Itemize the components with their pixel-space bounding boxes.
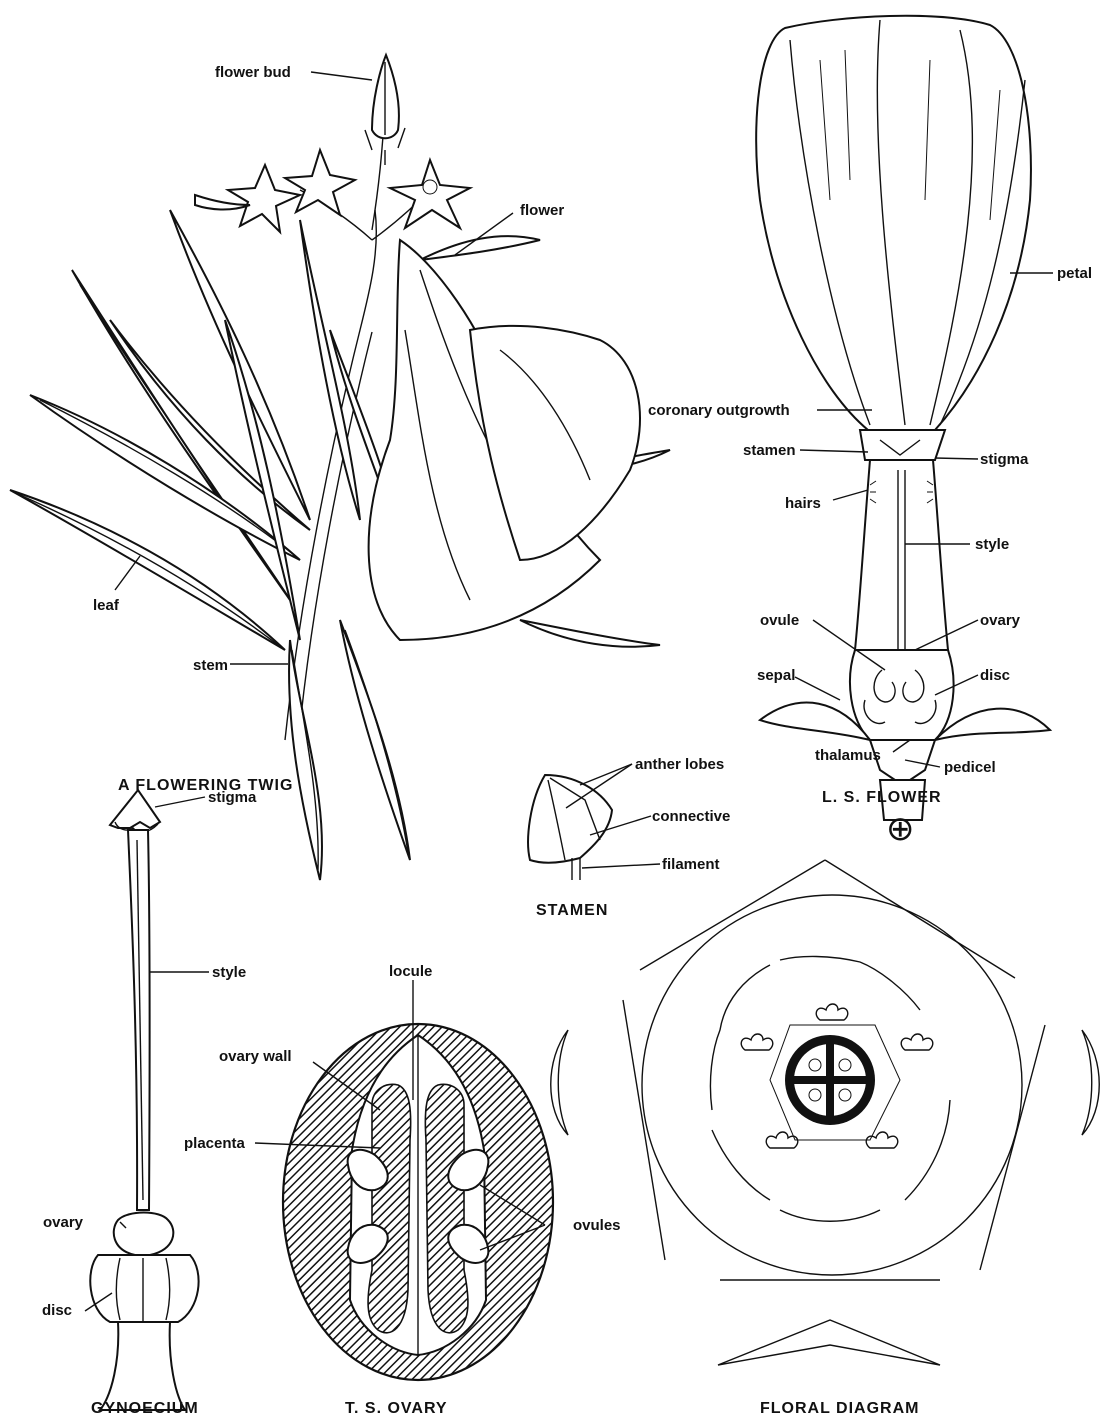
label-disc: disc — [980, 667, 1010, 684]
label-thalamus: thalamus — [815, 747, 881, 764]
flowering-twig — [10, 55, 670, 880]
caption-ls-flower: L. S. FLOWER — [822, 789, 942, 806]
gynoecium-label-ovary: ovary — [43, 1214, 84, 1231]
ts-ovary-drawing — [283, 1024, 553, 1380]
label-ovules: ovules — [573, 1217, 621, 1234]
label-leaf: leaf — [93, 597, 120, 614]
gynoecium-label-style: style — [212, 964, 246, 981]
label-flower: flower — [520, 202, 564, 219]
label-coronary-outgrowth: coronary outgrowth — [648, 402, 790, 419]
gynoecium-drawing — [90, 790, 198, 1410]
gynoecium-label-stigma: stigma — [208, 789, 257, 806]
label-style: style — [975, 536, 1009, 553]
ls-flower-drawing — [756, 16, 1050, 820]
caption-ts-ovary: T. S. OVARY — [345, 1400, 448, 1417]
label-placenta: placenta — [184, 1135, 246, 1152]
stamen-drawing — [528, 775, 612, 880]
floral-diagram-drawing — [551, 860, 1100, 1365]
caption-floral-diagram: FLORAL DIAGRAM — [760, 1400, 919, 1417]
label-stigma: stigma — [980, 451, 1029, 468]
label-hairs: hairs — [785, 495, 821, 512]
gynoecium-label-disc: disc — [42, 1302, 72, 1319]
actinomorphic-symbol: ⊕ — [886, 809, 915, 849]
label-sepal: sepal — [757, 667, 795, 684]
label-filament: filament — [662, 856, 720, 873]
label-ovary: ovary — [980, 612, 1021, 629]
label-stamen: stamen — [743, 442, 796, 459]
label-locule: locule — [389, 963, 432, 980]
label-petal: petal — [1057, 265, 1092, 282]
caption-gynoecium: GYNOECIUM — [91, 1400, 199, 1417]
label-ovary-wall: ovary wall — [219, 1048, 292, 1065]
caption-stamen: STAMEN — [536, 902, 608, 919]
label-connective: connective — [652, 808, 730, 825]
label-anther-lobes: anther lobes — [635, 756, 724, 773]
caption-flowering-twig: A FLOWERING TWIG — [118, 777, 293, 794]
label-pedicel: pedicel — [944, 759, 996, 776]
label-stem: stem — [193, 657, 228, 674]
label-flower-bud: flower bud — [215, 64, 291, 81]
label-ovule: ovule — [760, 612, 799, 629]
